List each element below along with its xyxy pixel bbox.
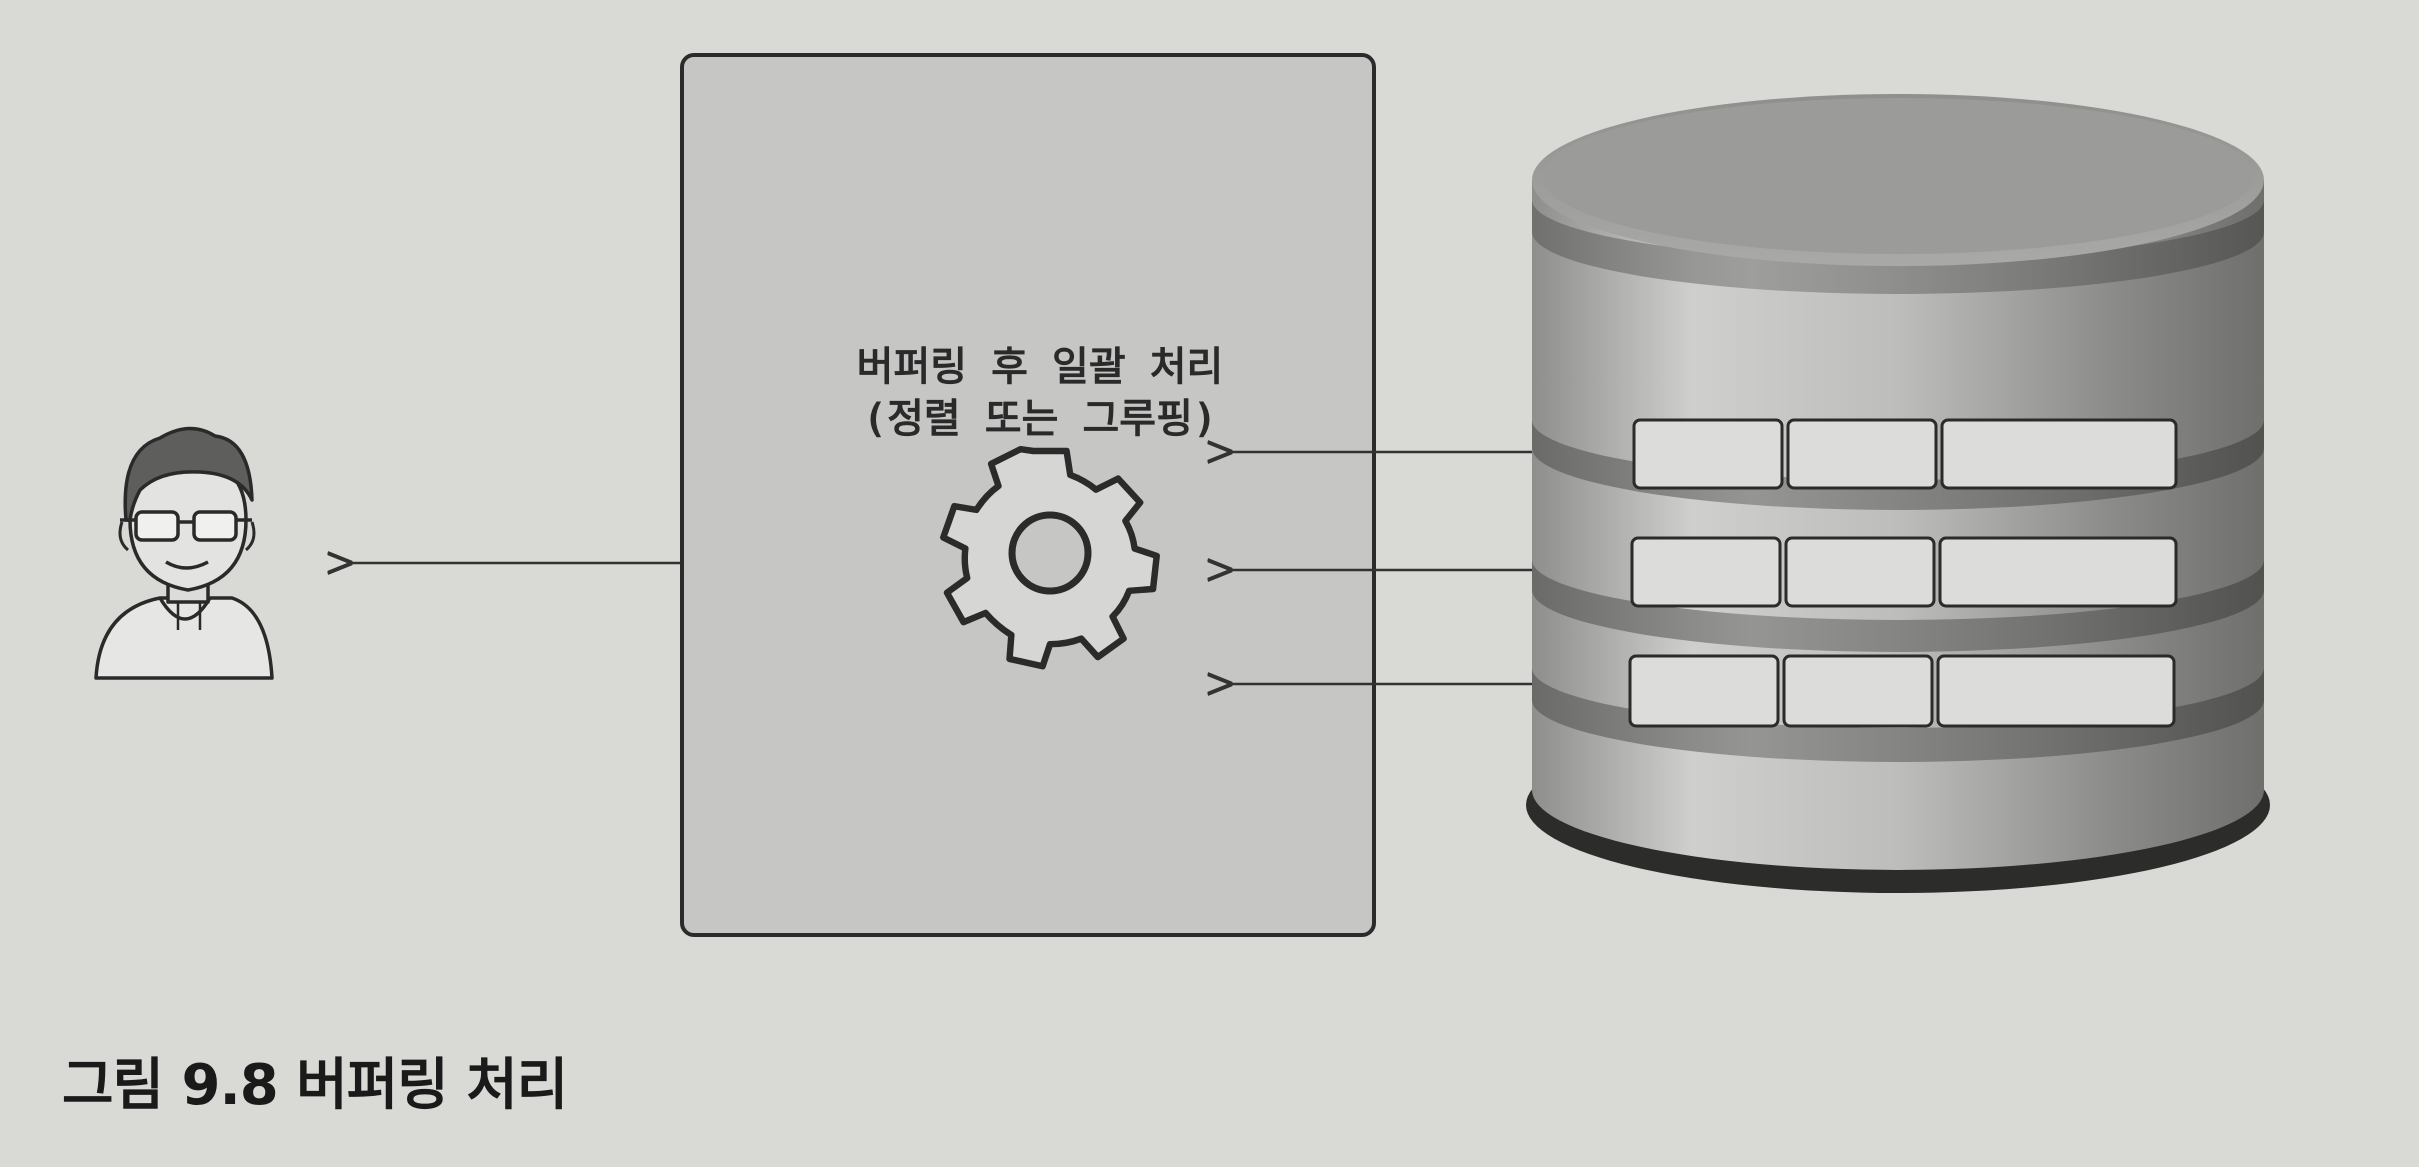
db-row-3-cell-3 (1936, 654, 2176, 728)
figure-caption: 그림 9.8 버퍼링 처리 (62, 1053, 568, 1118)
db-row-1 (1632, 418, 2178, 490)
db-row-1-cell-2 (1786, 418, 1938, 490)
db-row-2-cell-3 (1938, 536, 2178, 608)
db-row-3-cell-1 (1628, 654, 1780, 728)
db-row-2-cell-2 (1784, 536, 1936, 608)
user-icon (94, 426, 274, 680)
db-row-3-cell-2 (1782, 654, 1934, 728)
process-label-line2: (정렬 또는 그루핑) (863, 396, 1217, 442)
db-row-1-cell-1 (1632, 418, 1784, 490)
db-row-1-cell-3 (1940, 418, 2178, 490)
database-icon (1526, 94, 2270, 893)
db-row-2-cell-1 (1630, 536, 1782, 608)
db-row-3 (1628, 654, 2176, 728)
gear-icon (940, 445, 1160, 670)
process-label-line1: 버퍼링 후 일괄 처리 (857, 344, 1224, 390)
db-row-2 (1630, 536, 2178, 608)
